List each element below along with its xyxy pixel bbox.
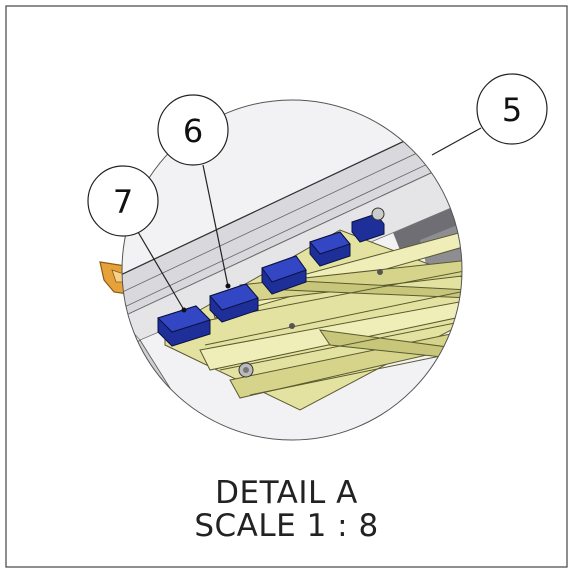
detail-view (122, 100, 462, 440)
balloon-7: 7 (87, 165, 159, 237)
blue-blocks (157, 213, 385, 347)
detail-title: DETAIL A (215, 475, 358, 511)
detail-scale: SCALE 1 : 8 (194, 508, 379, 544)
detail-circle (121, 99, 463, 441)
balloon-6: 6 (157, 94, 229, 166)
balloon-5: 5 (476, 73, 548, 145)
yellow-rails (164, 229, 462, 411)
balloon-7-label: 7 (113, 183, 133, 221)
balloon-6-label: 6 (183, 112, 203, 150)
drawing-border (5, 5, 568, 568)
balloon-5-label: 5 (502, 91, 522, 129)
leader-lines (137, 127, 482, 311)
